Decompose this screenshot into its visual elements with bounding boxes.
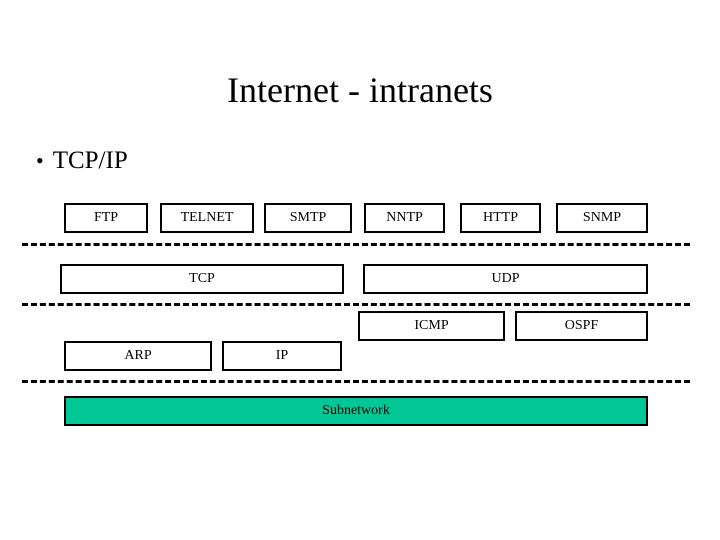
layer-separator-network-subnetwork [22, 380, 690, 383]
bullet-list-item: • TCP/IP [36, 146, 128, 176]
protocol-box-ospf[interactable]: OSPF [515, 311, 648, 341]
protocol-box-http[interactable]: HTTP [460, 203, 541, 233]
page-title: Internet - intranets [227, 70, 493, 110]
protocol-box-tcp[interactable]: TCP [60, 264, 344, 294]
layer-separator-transport-network [22, 303, 690, 306]
layer-separator-application-transport [22, 243, 690, 246]
bullet-item-label: TCP/IP [52, 147, 128, 174]
protocol-box-snmp[interactable]: SNMP [556, 203, 648, 233]
bullet-point-icon: • [36, 148, 44, 173]
protocol-box-icmp[interactable]: ICMP [358, 311, 505, 341]
protocol-box-subnetwork[interactable]: Subnetwork [64, 396, 648, 426]
protocol-box-ip[interactable]: IP [222, 341, 342, 371]
protocol-box-telnet[interactable]: TELNET [160, 203, 254, 233]
protocol-box-arp[interactable]: ARP [64, 341, 212, 371]
protocol-box-smtp[interactable]: SMTP [264, 203, 352, 233]
protocol-box-udp[interactable]: UDP [363, 264, 648, 294]
protocol-box-ftp[interactable]: FTP [64, 203, 148, 233]
protocol-box-nntp[interactable]: NNTP [364, 203, 445, 233]
